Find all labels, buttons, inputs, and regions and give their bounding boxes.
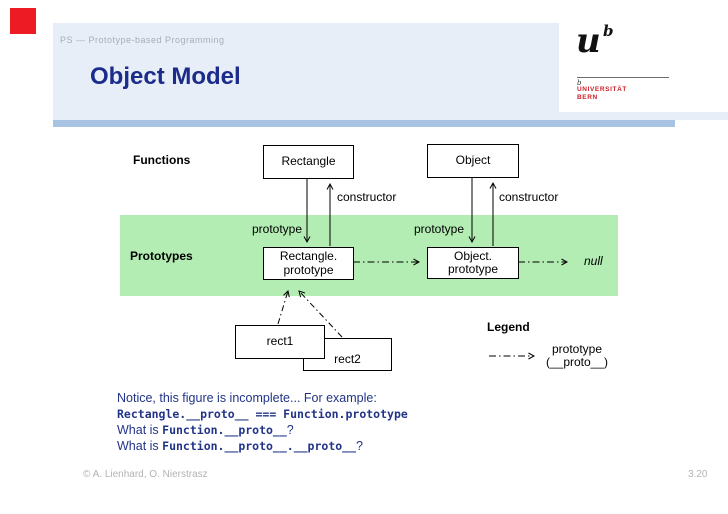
node-object-prototype: Object. prototype — [427, 247, 519, 279]
note-line3: What is Function.__proto__? — [117, 423, 294, 437]
legend-line2: (__proto__) — [545, 355, 609, 369]
footer-credits: © A. Lienhard, O. Nierstrasz — [83, 469, 208, 480]
logo-university-text: UNIVERSITÄT — [577, 86, 627, 93]
node-object: Object — [427, 144, 519, 178]
node-rect1: rect1 — [235, 325, 325, 359]
logo-b-superscript: b — [603, 22, 614, 40]
legend-line1: prototype — [551, 342, 603, 356]
note-line1: Notice, this figure is incomplete... For… — [117, 391, 377, 405]
obj-proto-line2: prototype — [447, 262, 499, 276]
null-label: null — [584, 254, 603, 268]
functions-row-label: Functions — [133, 153, 191, 167]
page-title: Object Model — [90, 63, 241, 90]
logo-rule — [577, 77, 669, 78]
header-divider-bar — [53, 120, 675, 127]
logo-u-glyph: u — [576, 21, 601, 61]
legend-description: prototype (__proto__) — [540, 343, 614, 369]
red-marker-square — [10, 8, 36, 34]
constructor-label-right: constructor — [499, 190, 559, 204]
note-line4-suffix: ? — [356, 439, 363, 453]
note-line4-code: Function.__proto__.__proto__ — [162, 439, 357, 453]
footer-page-number: 3.20 — [688, 469, 708, 480]
note-line3-prefix: What is — [117, 423, 163, 437]
node-rectangle-prototype: Rectangle. prototype — [263, 247, 354, 280]
note-line2-code: Rectangle.__proto__ === Function.prototy… — [117, 407, 408, 421]
course-kicker: PS — Prototype-based Programming — [60, 35, 225, 45]
legend-title: Legend — [487, 320, 530, 334]
constructor-label-left: constructor — [337, 190, 397, 204]
note-line3-suffix: ? — [286, 423, 294, 437]
prototypes-band — [120, 215, 618, 296]
prototype-label-right: prototype — [414, 222, 465, 236]
note-line3-code: Function.__proto__ — [162, 423, 287, 437]
prototype-label-left: prototype — [252, 222, 303, 236]
logo-small-mark: b — [577, 79, 582, 87]
note-line4: What is Function.__proto__.__proto__? — [117, 439, 363, 453]
rect-proto-line1: Rectangle. — [279, 249, 338, 263]
logo-city-text: BERN — [577, 94, 598, 101]
prototypes-row-label: Prototypes — [130, 249, 193, 263]
node-rect2: rect2 — [303, 338, 392, 371]
obj-proto-line1: Object. — [453, 248, 492, 263]
rect-proto-line2: prototype — [283, 262, 334, 277]
university-logo: u b b UNIVERSITÄT BERN — [559, 22, 728, 112]
note-line4-prefix: What is — [117, 439, 163, 453]
node-rectangle: Rectangle — [263, 145, 354, 179]
